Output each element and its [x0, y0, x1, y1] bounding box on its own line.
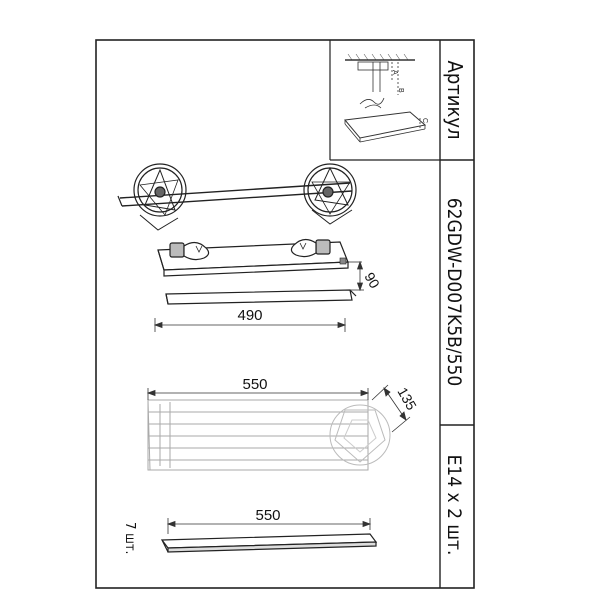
lamp-spec: E14 x 2 шт.: [443, 455, 465, 556]
dimension-base-width-label: 490: [237, 307, 262, 324]
inset-label-a: A: [391, 70, 398, 75]
title-block: Артикул 62GDW-D007K5B/550 E14 x 2 шт.: [329, 40, 474, 588]
article-label: Артикул: [443, 61, 467, 140]
dimension-body-length-label: 550: [242, 376, 267, 393]
inset-label-b: B: [397, 88, 404, 93]
base-plate-view: [157, 238, 349, 277]
dimension-body-diameter: [371, 384, 411, 433]
inset-label-c: C: [421, 118, 428, 123]
dimension-base-depth: [348, 260, 364, 292]
mounting-inset: [344, 53, 427, 143]
glass-body-view: [147, 399, 391, 471]
mounting-inset-labels: A B C: [391, 70, 428, 123]
dimension-base-depth-label: 90: [361, 270, 383, 292]
dimension-rod-length: [166, 518, 372, 534]
flat-bar-view: [165, 289, 357, 305]
lamp-holder-right: [290, 238, 331, 258]
dimension-base-width: [153, 318, 347, 332]
dimension-body-length: [146, 388, 370, 400]
frame-assembly-view: [117, 163, 357, 231]
article-code: 62GDW-D007K5B/550: [443, 198, 465, 386]
dimension-rod-length-label: 550: [255, 507, 280, 524]
outer-frame: [95, 39, 475, 589]
lamp-holder-left: [169, 241, 210, 261]
rod-count-label: 7 шт.: [122, 522, 137, 554]
rod-view: [160, 533, 378, 553]
